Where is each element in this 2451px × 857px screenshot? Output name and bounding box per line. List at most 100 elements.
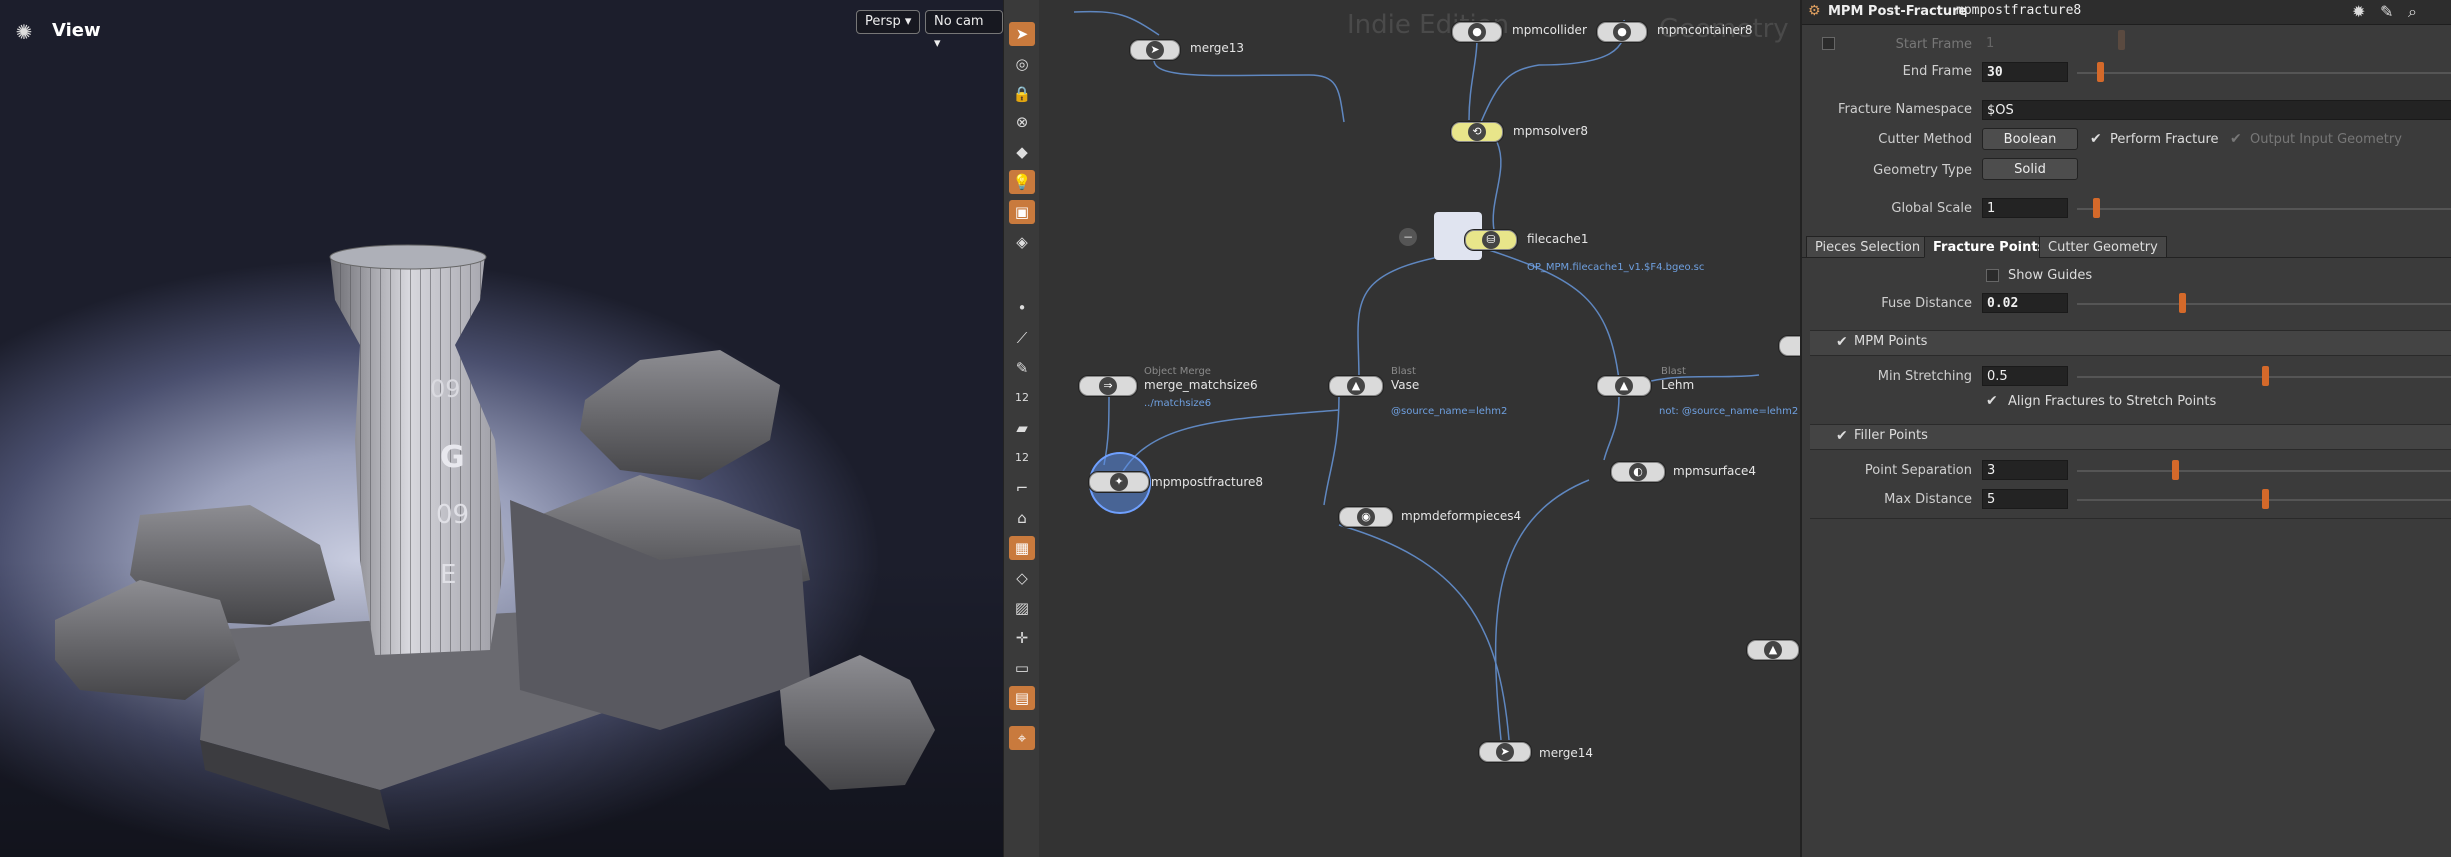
end-frame-slider[interactable] bbox=[2077, 72, 2451, 74]
point-separation-label: Point Separation bbox=[1864, 463, 1972, 478]
node-mpmpostfracture[interactable]: ✦ bbox=[1089, 472, 1149, 492]
end-frame-slider-handle[interactable] bbox=[2096, 62, 2104, 82]
fuse-distance-slider-handle[interactable] bbox=[2179, 293, 2187, 313]
filler-points-folder[interactable] bbox=[1810, 424, 2451, 450]
grid-icon[interactable]: ▦ bbox=[1009, 536, 1035, 560]
global-scale-field[interactable]: 1 bbox=[1982, 198, 2068, 218]
tab-pieces-selection[interactable]: Pieces Selection bbox=[1806, 236, 1930, 258]
node-merge14[interactable]: ➤ bbox=[1479, 742, 1531, 762]
geometry-type-menu[interactable]: Solid bbox=[1982, 158, 2078, 180]
align-fractures-check-icon[interactable]: ✔ bbox=[1986, 393, 1998, 409]
min-stretching-label: Min Stretching bbox=[1877, 369, 1972, 384]
output-input-check-icon[interactable]: ✔ bbox=[2230, 131, 2242, 147]
box-icon[interactable]: ▭ bbox=[1014, 659, 1030, 677]
geometry-type-value: Solid bbox=[2014, 162, 2046, 177]
start-frame-checkbox[interactable] bbox=[1822, 37, 1835, 50]
snap-icon[interactable]: ⊗ bbox=[1015, 113, 1029, 131]
node-filecache[interactable]: ⛁ bbox=[1465, 230, 1517, 250]
paint-icon[interactable]: ▰ bbox=[1016, 419, 1028, 437]
node-vase[interactable]: ▲ bbox=[1329, 376, 1383, 396]
viewport-title: View bbox=[52, 20, 101, 41]
node-lehm[interactable]: ▲ bbox=[1597, 376, 1651, 396]
edit-icon[interactable]: ✎ bbox=[2380, 2, 2394, 21]
node-filecache-path: OP_MPM.filecache1_v1.$F4.bgeo.sc bbox=[1527, 262, 1705, 273]
select-icon[interactable]: ➤ bbox=[1009, 22, 1035, 46]
node-lehm-sub: not: @source_name=lehm2 bbox=[1659, 406, 1799, 417]
fracture-namespace-label: Fracture Namespace bbox=[1837, 102, 1972, 117]
align-fractures-label: Align Fractures to Stretch Points bbox=[2008, 394, 2217, 409]
view-icon[interactable]: ◎ bbox=[1015, 55, 1029, 73]
node-mpmsolver[interactable]: ⟲ bbox=[1451, 122, 1503, 142]
persp-button[interactable]: Persp ▾ bbox=[856, 10, 921, 34]
cutter-method-value: Boolean bbox=[2003, 132, 2057, 147]
max-distance-slider-handle[interactable] bbox=[2262, 489, 2269, 509]
node-type-label: MPM Post-Fracture bbox=[1828, 4, 1968, 19]
perform-fracture-check-icon[interactable]: ✔ bbox=[2090, 131, 2102, 147]
network-editor[interactable]: Indie Edition Geometry ➤ merge13 ● mpmco… bbox=[1039, 0, 1800, 857]
num12b-icon[interactable]: 12 bbox=[1015, 451, 1029, 464]
transform-icon[interactable]: ✛ bbox=[1015, 629, 1029, 647]
min-stretching-field[interactable]: 0.5 bbox=[1982, 366, 2068, 386]
pin-icon[interactable]: ⌂ bbox=[1017, 509, 1027, 527]
brush-icon[interactable]: ⟋ bbox=[1016, 329, 1028, 347]
mpm-points-label: MPM Points bbox=[1854, 334, 1928, 349]
image-icon[interactable]: ▨ bbox=[1014, 599, 1030, 617]
node-name-field[interactable]: mpmpostfracture8 bbox=[1956, 3, 2082, 18]
node-mpmdeformpieces-label: mpmdeformpieces4 bbox=[1401, 509, 1522, 523]
max-distance-field[interactable]: 5 bbox=[1982, 489, 2068, 509]
max-distance-label: Max Distance bbox=[1884, 492, 1972, 507]
pen-icon[interactable]: ✎ bbox=[1015, 359, 1029, 377]
watermark-context: Geometry bbox=[1659, 14, 1789, 44]
fuse-distance-slider[interactable] bbox=[2077, 303, 2451, 305]
render-icon[interactable]: ▤ bbox=[1009, 686, 1035, 710]
node-merge13[interactable]: ➤ bbox=[1130, 40, 1180, 60]
rock-left-bottom bbox=[55, 580, 240, 700]
angle-icon[interactable]: ⌐ bbox=[1015, 479, 1029, 497]
vase-letter-09: 09 bbox=[436, 500, 470, 530]
show-guides-checkbox[interactable] bbox=[1986, 269, 1999, 282]
search-icon[interactable]: ⌕ bbox=[2408, 2, 2417, 21]
tab-fracture-points[interactable]: Fracture Points bbox=[1924, 236, 2055, 258]
node-vase-label: Vase bbox=[1391, 378, 1420, 392]
node-offscreen-lower[interactable]: ▲ bbox=[1747, 640, 1799, 660]
cutter-method-menu[interactable]: Boolean bbox=[1982, 128, 2078, 150]
point-separation-slider-handle[interactable] bbox=[2171, 460, 2179, 480]
node-merge-matchsize[interactable]: ⇒ bbox=[1079, 376, 1137, 396]
stone-slab-front bbox=[200, 740, 390, 830]
node-mpmcontainer[interactable]: ● bbox=[1597, 22, 1647, 42]
point-separation-field[interactable]: 3 bbox=[1982, 460, 2068, 480]
node-lehm-type: Blast bbox=[1661, 366, 1686, 377]
bypass-icon[interactable]: − bbox=[1399, 228, 1417, 246]
node-offscreen-upper[interactable] bbox=[1779, 336, 1800, 356]
point-icon[interactable]: • bbox=[1017, 299, 1027, 317]
mpm-points-folder[interactable] bbox=[1810, 330, 2451, 356]
node-mpmpostfracture-label: mpmpostfracture8 bbox=[1151, 475, 1264, 489]
perform-fracture-label: Perform Fracture bbox=[2110, 132, 2219, 147]
handle-icon[interactable]: ◆ bbox=[1016, 143, 1028, 161]
global-scale-slider-handle[interactable] bbox=[2092, 198, 2100, 218]
fuse-distance-field[interactable]: 0.02 bbox=[1982, 293, 2068, 313]
no-cam-button[interactable]: No cam ▾ bbox=[925, 10, 1003, 51]
locate-icon[interactable]: ⌖ bbox=[1009, 726, 1035, 750]
min-stretching-slider-handle[interactable] bbox=[2262, 366, 2269, 386]
global-scale-slider[interactable] bbox=[2077, 208, 2451, 210]
filler-points-check-icon[interactable]: ✔ bbox=[1836, 428, 1848, 444]
tab-cutter-geometry[interactable]: Cutter Geometry bbox=[2039, 236, 2167, 258]
lock-icon[interactable]: 🔒 bbox=[1012, 85, 1032, 103]
cube-icon[interactable]: ◇ bbox=[1016, 569, 1028, 587]
display-icon[interactable]: ▣ bbox=[1009, 200, 1035, 224]
gear-icon[interactable]: ✹ bbox=[2352, 2, 2366, 21]
num12-icon[interactable]: 12 bbox=[1015, 391, 1029, 404]
light-icon[interactable]: 💡 bbox=[1009, 170, 1035, 194]
node-mpmdeformpieces[interactable]: ◉ bbox=[1339, 507, 1393, 527]
end-frame-field[interactable]: 30 bbox=[1982, 62, 2068, 82]
point-separation-slider[interactable] bbox=[2077, 470, 2451, 472]
fracture-namespace-field[interactable]: $OS bbox=[1982, 100, 2451, 120]
mpm-points-check-icon[interactable]: ✔ bbox=[1836, 334, 1848, 350]
node-mpmcollider[interactable]: ● bbox=[1452, 22, 1502, 42]
camera-icon[interactable]: ◈ bbox=[1016, 233, 1028, 251]
start-frame-value: 1 bbox=[1986, 36, 1995, 51]
scene-viewport[interactable]: G 09 E 09 ✺ View Persp ▾ No cam ▾ bbox=[0, 0, 1003, 857]
node-mpmsurface[interactable]: ◐ bbox=[1611, 462, 1665, 482]
node-merge14-label: merge14 bbox=[1539, 746, 1594, 760]
